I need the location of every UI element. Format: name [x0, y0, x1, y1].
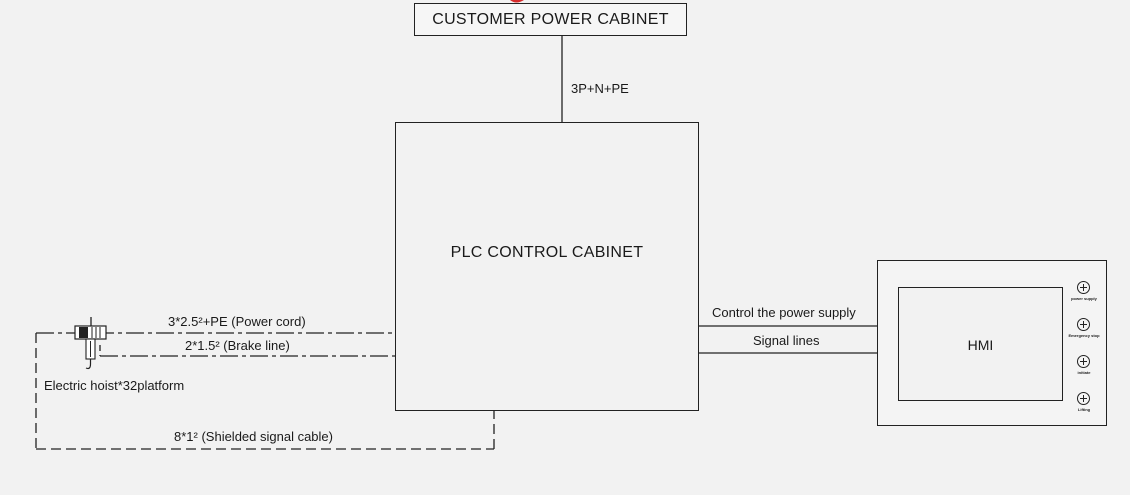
shielded-cable-label: 8*1² (Shielded signal cable): [174, 429, 333, 444]
hoist-label: Electric hoist*32platform: [44, 378, 185, 393]
hmi-button-caption: power supply: [1071, 296, 1097, 301]
hmi-button-caption: Emergency stop: [1068, 333, 1100, 338]
red-marker: [510, 0, 524, 3]
customer-power-cabinet: CUSTOMER POWER CABINET: [414, 3, 687, 36]
plus-circle-icon: [1077, 281, 1090, 294]
plus-circle-icon: [1077, 392, 1090, 405]
customer-power-cabinet-label: CUSTOMER POWER CABINET: [432, 11, 669, 28]
supply-cable-label: 3P+N+PE: [571, 81, 629, 96]
hmi-screen-label: HMI: [967, 337, 994, 353]
plc-control-cabinet-label: PLC CONTROL CABINET: [450, 244, 644, 261]
plc-control-cabinet: PLC CONTROL CABINET: [395, 122, 699, 411]
electric-hoist-icon: [74, 317, 107, 370]
hmi-panel: HMI power supply Emergency stop initiate…: [877, 260, 1107, 426]
power-cord-label: 3*2.5²+PE (Power cord): [168, 314, 306, 329]
hmi-button-caption: Lifting: [1077, 407, 1091, 412]
plus-circle-icon: [1077, 318, 1090, 331]
hmi-screen: HMI: [898, 287, 1063, 401]
signal-lines-label: Signal lines: [753, 333, 820, 348]
hmi-button-caption: initiate: [1077, 370, 1091, 375]
control-power-label: Control the power supply: [712, 305, 856, 320]
plus-circle-icon: [1077, 355, 1090, 368]
brake-line-label: 2*1.5² (Brake line): [185, 338, 290, 353]
